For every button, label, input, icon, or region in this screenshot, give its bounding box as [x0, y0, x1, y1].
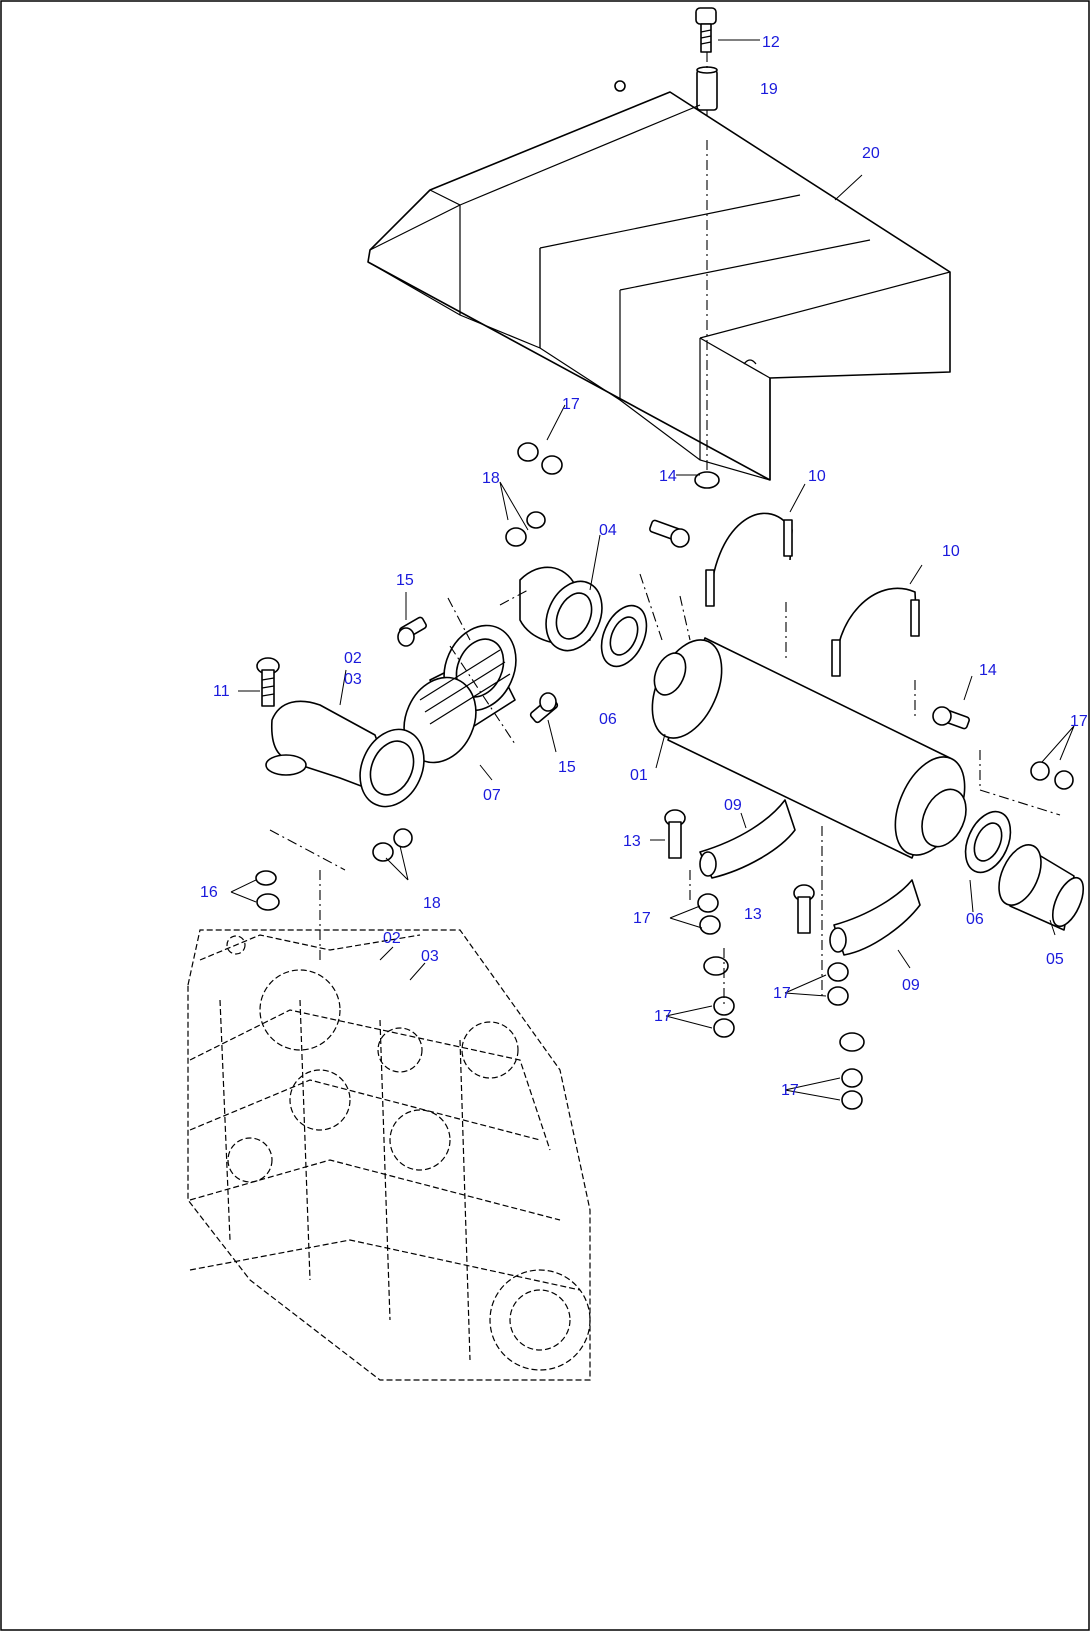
nut-14-top: [694, 471, 720, 489]
nuts-17-bottom: [839, 1032, 865, 1110]
label-04: 04: [599, 522, 617, 539]
label-15-b: 15: [558, 759, 576, 776]
clamp-10-lower: [835, 587, 918, 676]
nuts-17-center: [697, 893, 721, 935]
muffler-01: [651, 637, 967, 859]
label-16: 16: [200, 884, 218, 901]
clamp-10-lower-end-b: [910, 599, 920, 637]
bolt-14-a: [649, 519, 690, 548]
nuts-18-lower: [372, 828, 413, 862]
label-10: 10: [808, 468, 826, 485]
label-17-c: 17: [633, 910, 651, 927]
clamp-10-upper: [709, 512, 793, 606]
label-13-b: 13: [744, 906, 762, 923]
nuts-16: [255, 870, 280, 911]
label-11: 11: [213, 683, 230, 700]
label-07: 07: [483, 787, 501, 804]
label-06-b: 06: [966, 911, 984, 928]
label-10-b: 10: [942, 543, 960, 560]
bolt-13-b: [793, 884, 815, 934]
bolt-12: [695, 7, 717, 53]
label-02-b: 02: [383, 930, 401, 947]
label-18-b: 18: [423, 895, 441, 912]
label-17: 17: [562, 396, 580, 413]
label-02: 02: [344, 650, 362, 667]
assembly-lines: [269, 573, 1061, 1006]
gasket-06-a: [600, 604, 648, 668]
nuts-17-right: [1030, 761, 1074, 790]
nuts-17-lower-b: [827, 962, 849, 1006]
pipe-02-03: [265, 700, 425, 808]
clamp-10-upper-end-b: [783, 519, 793, 557]
tailpipe-05: [998, 844, 1085, 931]
bolt-11: [256, 657, 280, 707]
label-17-f: 17: [781, 1082, 799, 1099]
clamp-10-upper-end-a: [705, 569, 715, 607]
bolt-15-b: [529, 692, 559, 724]
label-17-e: 17: [773, 985, 791, 1002]
bolt-13-a: [664, 809, 686, 859]
engine-block: [187, 929, 591, 1381]
gasket-06-b: [964, 810, 1012, 874]
label-17-d: 17: [654, 1008, 672, 1025]
label-19: 19: [760, 81, 778, 98]
label-09-b: 09: [902, 977, 920, 994]
nuts-17-top: [517, 442, 563, 475]
elbow-04: [519, 566, 603, 652]
bellows-07: [403, 624, 517, 764]
nuts-17-lower-a: [703, 956, 735, 1038]
bracket-09-a: [699, 799, 796, 879]
bracket-09-b: [829, 879, 921, 956]
label-13: 13: [623, 833, 641, 850]
nuts-18-top: [505, 511, 546, 547]
label-12: 12: [762, 34, 780, 51]
bolt-15-a: [397, 616, 427, 647]
label-03-b: 03: [421, 948, 439, 965]
label-14: 14: [659, 468, 677, 485]
label-03: 03: [344, 671, 362, 688]
heat-shield-20: [367, 80, 951, 481]
label-01: 01: [630, 767, 648, 784]
label-05: 05: [1046, 951, 1064, 968]
leader-lines: [230, 39, 1075, 1101]
label-09: 09: [724, 797, 742, 814]
label-14-b: 14: [979, 662, 997, 679]
label-18: 18: [482, 470, 500, 487]
spacer-19: [696, 66, 718, 111]
label-17-b: 17: [1070, 713, 1088, 730]
label-20: 20: [862, 145, 880, 162]
label-06: 06: [599, 711, 617, 728]
bolt-14-b: [932, 706, 970, 730]
label-15: 15: [396, 572, 414, 589]
clamp-10-lower-end-a: [831, 639, 841, 677]
